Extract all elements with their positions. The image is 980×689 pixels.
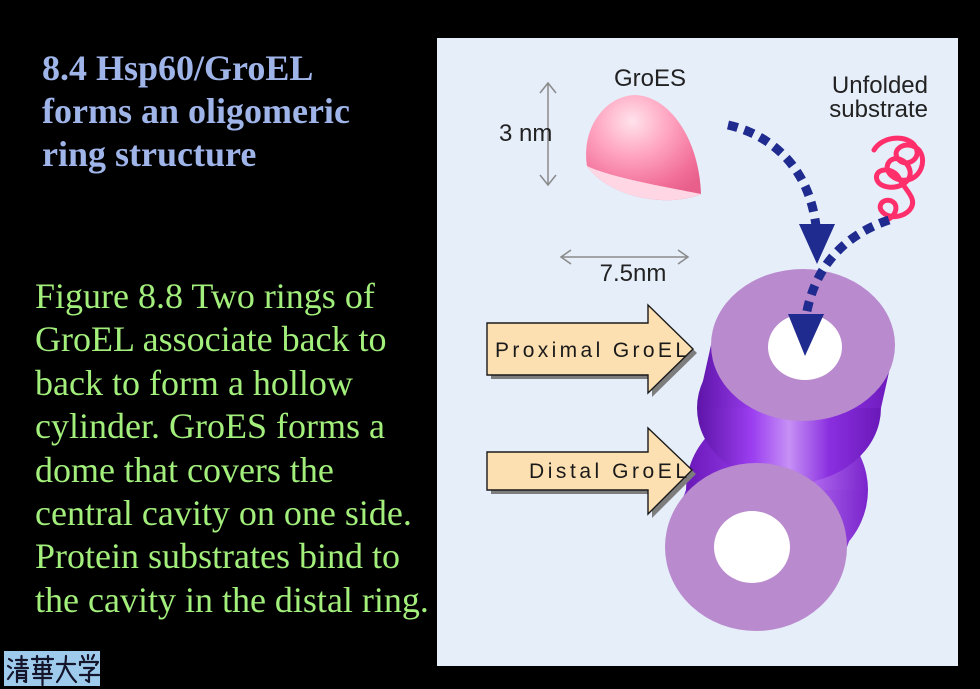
- slide-title-line: ring structure: [42, 134, 257, 174]
- groes-dome: [586, 95, 701, 201]
- caption-line: the cavity in the distal ring.: [35, 579, 429, 620]
- caption-line: Figure 8.8 Two rings of: [35, 276, 375, 316]
- caption-line: GroEL associate back to: [35, 319, 387, 360]
- groes-label: GroES: [614, 65, 686, 92]
- groes-binding-arrow: [726, 120, 835, 264]
- proximal-groel-label: Proximal GroEL: [495, 339, 687, 362]
- distal-groel-ring: [665, 463, 847, 631]
- caption-line: cylinder. GroES forms a: [35, 406, 385, 447]
- figure-caption: Figure 8.8 Two rings of GroEL associate …: [35, 275, 429, 622]
- proximal-groel-label-arrow: Proximal GroEL: [486, 303, 697, 397]
- caption-line: back to form a hollow: [35, 362, 353, 403]
- caption-line: Protein substrates bind to: [35, 536, 400, 577]
- width-dimension-arrow: [559, 249, 690, 265]
- university-logo: [4, 651, 100, 686]
- substrate-binding-arrow: [788, 215, 891, 356]
- substrate-label-line: substrate: [829, 96, 928, 123]
- height-dimension-arrow: [539, 81, 557, 187]
- slide-title: 8.4 Hsp60/GroEL forms an oligomeric ring…: [42, 47, 350, 176]
- width-label: 7.5nm: [600, 260, 667, 287]
- university-logo-mark: [6, 653, 100, 686]
- height-label: 3 nm: [499, 120, 552, 147]
- caption-line: dome that covers the: [35, 449, 334, 490]
- diagram-panel: 3 nm 7.5nm GroES Unfolded substrate: [437, 38, 958, 666]
- slide-title-line: forms an oligomeric: [42, 91, 350, 131]
- groel-diagram: 3 nm 7.5nm GroES Unfolded substrate: [486, 65, 928, 631]
- distal-central-cavity: [714, 511, 790, 583]
- slide-title-line: 8.4 Hsp60/GroEL: [42, 48, 314, 88]
- caption-line: central cavity on one side.: [35, 493, 412, 534]
- proximal-groel-ring: [697, 269, 895, 484]
- substrate-label-line: Unfolded: [832, 72, 928, 99]
- distal-groel-label-arrow: Distal GroEL: [486, 426, 696, 518]
- unfolded-substrate-coil: [871, 135, 925, 223]
